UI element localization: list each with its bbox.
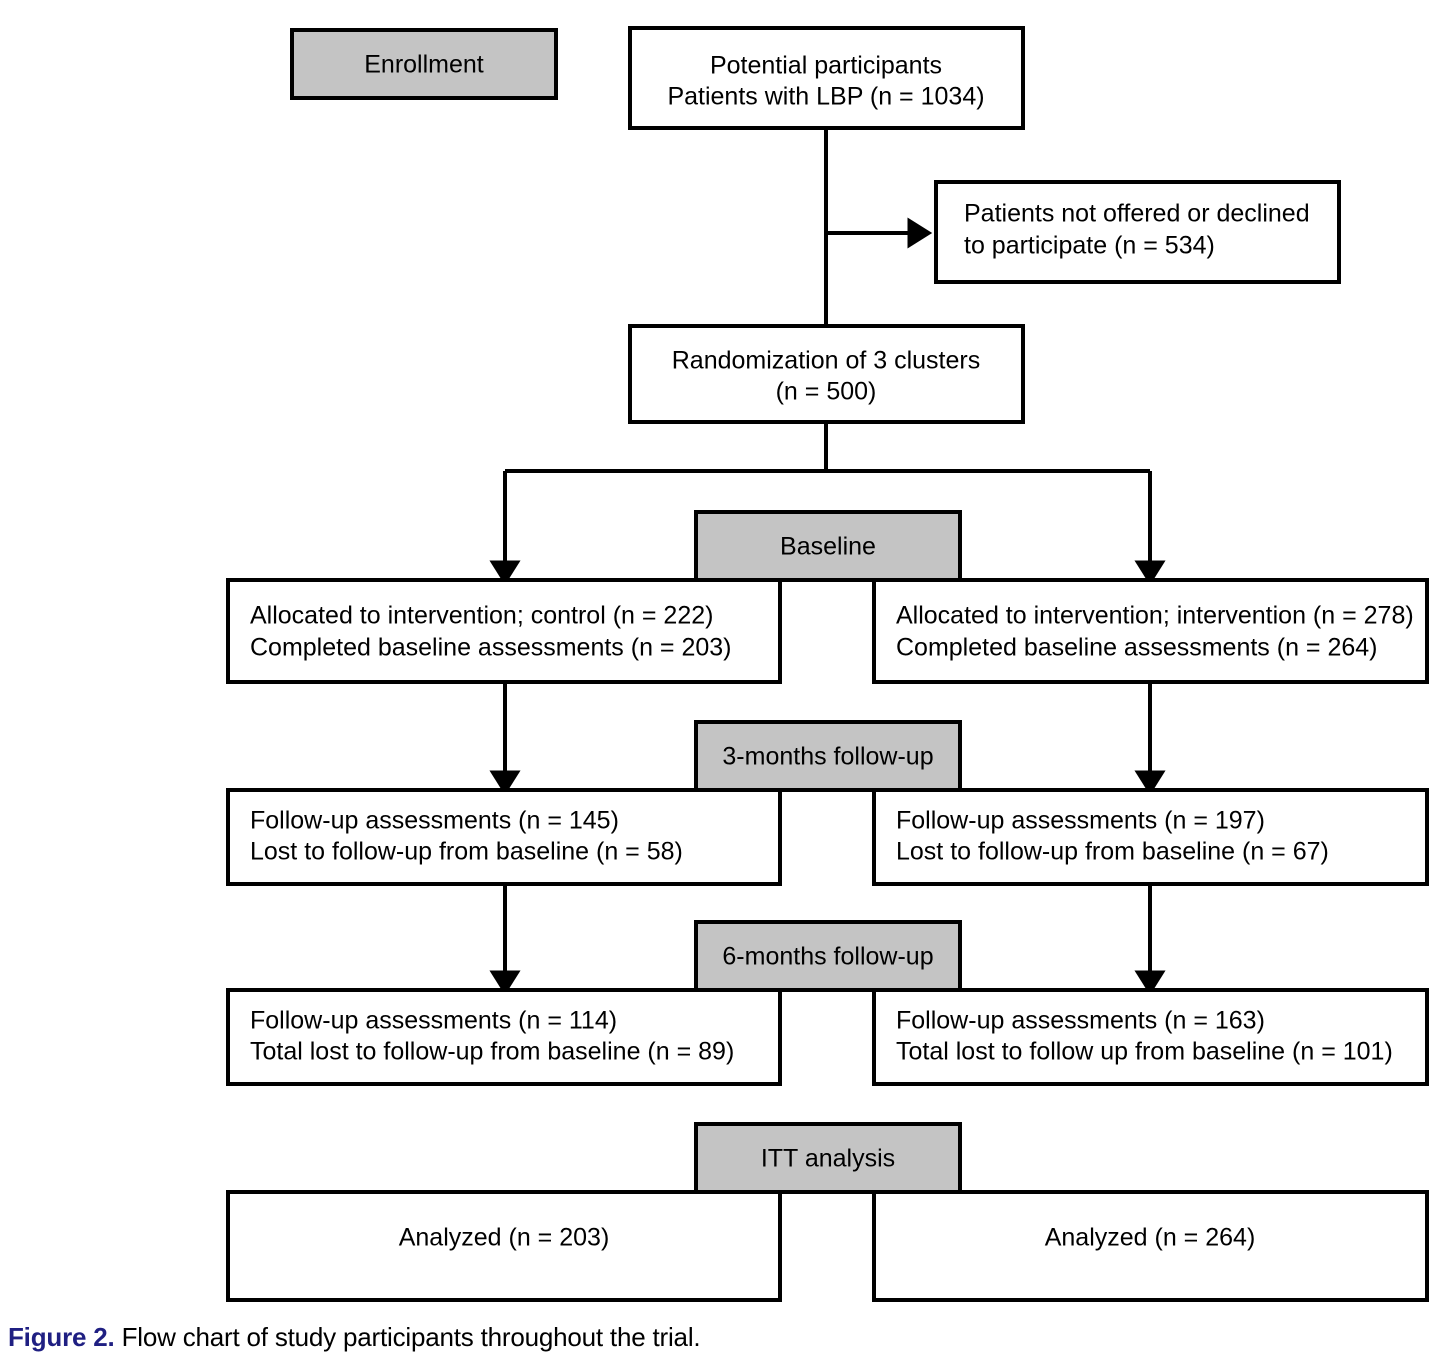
node-followup6-intervention-line2: Total lost to follow up from baseline (n… xyxy=(896,1038,1393,1066)
node-analyzed-control: Analyzed (n = 203) xyxy=(226,1190,782,1302)
node-followup3-intervention-line1: Follow-up assessments (n = 197) xyxy=(896,807,1265,835)
node-allocated-intervention: Allocated to intervention; intervention … xyxy=(872,578,1429,684)
node-followup6-intervention: Follow-up assessments (n = 163) Total lo… xyxy=(872,988,1429,1086)
node-followup3-control-line1: Follow-up assessments (n = 145) xyxy=(250,807,619,835)
node-potential-participants-line2: Patients with LBP (n = 1034) xyxy=(667,83,984,111)
stage-header-itt-label: ITT analysis xyxy=(761,1145,895,1173)
node-randomization-line1: Randomization of 3 clusters xyxy=(672,347,980,375)
connector-baseline-to-followup3 xyxy=(489,682,1166,796)
stage-header-followup6-label: 6-months follow-up xyxy=(722,943,933,971)
node-followup6-intervention-line1: Follow-up assessments (n = 163) xyxy=(896,1007,1265,1035)
node-randomization-line2: (n = 500) xyxy=(776,378,877,406)
node-randomization: Randomization of 3 clusters (n = 500) xyxy=(628,324,1025,424)
stage-header-enrollment: Enrollment xyxy=(290,28,558,100)
stage-header-baseline: Baseline xyxy=(694,510,962,582)
stage-header-followup3-label: 3-months follow-up xyxy=(722,743,933,771)
figure-caption-text: Flow chart of study participants through… xyxy=(114,1322,701,1352)
connector-randomization-split xyxy=(489,422,1166,586)
node-excluded-line1: Patients not offered or declined xyxy=(964,200,1310,228)
node-followup3-intervention: Follow-up assessments (n = 197) Lost to … xyxy=(872,788,1429,886)
node-followup6-control-line1: Follow-up assessments (n = 114) xyxy=(250,1007,617,1035)
node-excluded-line2: to participate (n = 534) xyxy=(964,232,1215,260)
node-followup6-control: Follow-up assessments (n = 114) Total lo… xyxy=(226,988,782,1086)
node-analyzed-intervention: Analyzed (n = 264) xyxy=(872,1190,1429,1302)
node-followup3-control-line2: Lost to follow-up from baseline (n = 58) xyxy=(250,838,683,866)
node-allocated-control: Allocated to intervention; control (n = … xyxy=(226,578,782,684)
node-analyzed-intervention-line1: Analyzed (n = 264) xyxy=(1045,1224,1256,1252)
node-analyzed-control-line1: Analyzed (n = 203) xyxy=(399,1224,610,1252)
node-followup3-control: Follow-up assessments (n = 145) Lost to … xyxy=(226,788,782,886)
node-allocated-control-line1: Allocated to intervention; control (n = … xyxy=(250,602,713,630)
figure-caption: Figure 2. Flow chart of study participan… xyxy=(8,1322,701,1353)
study-flow-chart: Enrollment Potential participants Patien… xyxy=(226,26,1429,1302)
node-followup6-control-line2: Total lost to follow-up from baseline (n… xyxy=(250,1038,734,1066)
node-allocated-control-line2: Completed baseline assessments (n = 203) xyxy=(250,634,732,662)
connector-enrollment-trunk xyxy=(824,128,933,325)
node-followup3-intervention-line2: Lost to follow-up from baseline (n = 67) xyxy=(896,838,1329,866)
stage-header-followup6: 6-months follow-up xyxy=(694,920,962,992)
stage-header-enrollment-label: Enrollment xyxy=(364,51,484,79)
stage-header-baseline-label: Baseline xyxy=(780,533,876,561)
stage-header-itt: ITT analysis xyxy=(694,1122,962,1194)
node-allocated-intervention-line2: Completed baseline assessments (n = 264) xyxy=(896,634,1378,662)
figure-caption-label: Figure 2. xyxy=(8,1322,115,1352)
connector-followup3-to-followup6 xyxy=(489,884,1166,996)
node-allocated-intervention-line1: Allocated to intervention; intervention … xyxy=(896,602,1414,630)
stage-header-followup3: 3-months follow-up xyxy=(694,720,962,792)
node-potential-participants-line1: Potential participants xyxy=(710,52,942,80)
node-potential-participants: Potential participants Patients with LBP… xyxy=(628,26,1025,130)
node-excluded: Patients not offered or declined to part… xyxy=(934,180,1341,284)
